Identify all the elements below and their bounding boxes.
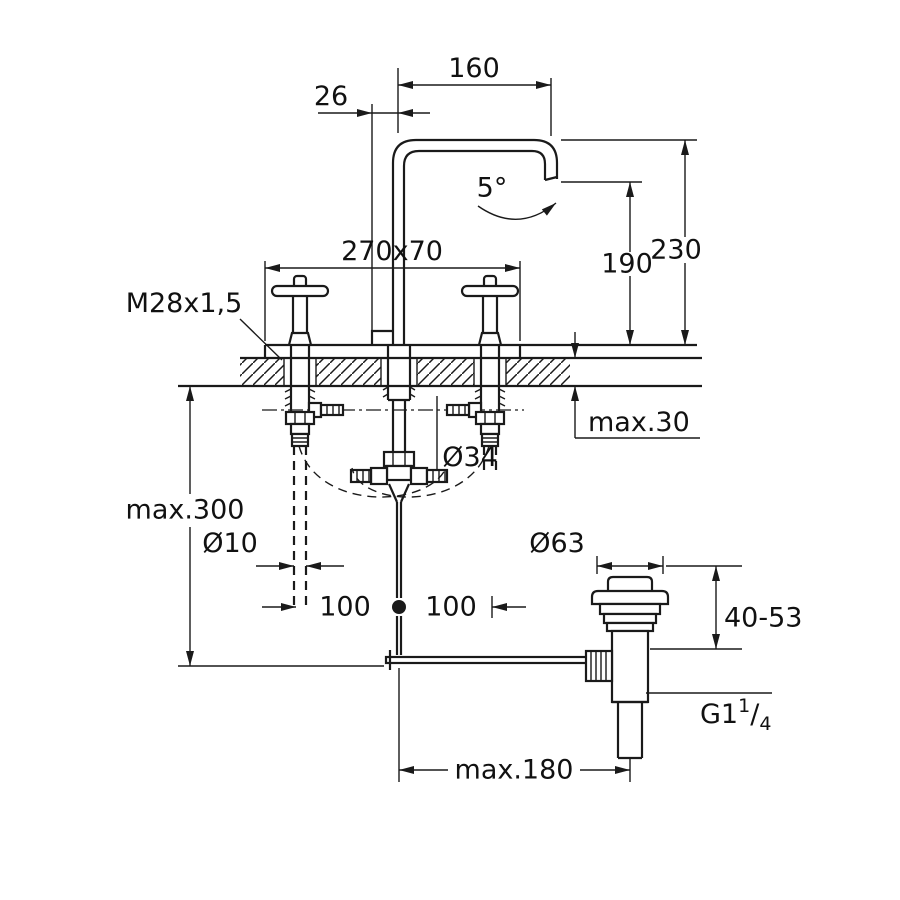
dimension-angle-5: 5°	[477, 173, 557, 220]
deck-thickness-label: max.30	[588, 407, 690, 438]
angle-label: 5°	[477, 173, 508, 204]
countertop-section	[178, 343, 702, 388]
dimension-190: 190	[561, 181, 653, 345]
hole-diameter-label: Ø34	[442, 442, 498, 473]
dimension-100-100: 100 100	[262, 592, 526, 623]
spacing-right-label: 100	[425, 592, 477, 623]
drain-assembly	[584, 575, 670, 760]
dimension-max180: max.180	[398, 668, 631, 786]
handle-right	[460, 274, 520, 346]
dimension-dia10: Ø10	[202, 528, 344, 570]
max-depth-label: max.300	[126, 495, 245, 526]
center-body	[349, 345, 590, 670]
thread-spec-label: M28x1,5	[126, 288, 243, 319]
label-m28: M28x1,5	[126, 288, 283, 361]
knurled-adjuster	[584, 649, 614, 683]
dimension-230: 230	[561, 139, 702, 345]
dim-230-label: 230	[650, 235, 702, 266]
valve-right	[445, 345, 506, 474]
drain-thread-label: G11/4	[700, 695, 771, 735]
plate-size-label: 270x70	[341, 236, 443, 267]
dimension-max30: max.30	[571, 332, 700, 439]
dimension-26: 26	[314, 81, 430, 330]
popup-lever-rod	[384, 655, 590, 665]
dim-26-label: 26	[314, 81, 348, 112]
valve-left	[284, 345, 345, 610]
label-dia34: Ø34	[436, 396, 498, 473]
dimension-40-53: 40-53	[650, 565, 802, 650]
dim-160-label: 160	[448, 53, 500, 84]
rod-ball-joint	[392, 600, 406, 614]
dimension-max300: max.300	[126, 386, 384, 667]
dimension-160: 160	[397, 53, 552, 136]
projection-max-label: max.180	[455, 755, 574, 786]
spacing-left-label: 100	[319, 592, 371, 623]
handle-left	[270, 274, 330, 346]
adjust-range-label: 40-53	[724, 603, 802, 634]
dimension-dia63: Ø63	[529, 528, 664, 574]
dimension-270x70: 270x70	[264, 236, 521, 341]
pipe-diameter-label: Ø10	[202, 528, 258, 559]
drain-flange-diameter-label: Ø63	[529, 528, 585, 559]
flex-hoses	[298, 445, 490, 498]
spout	[370, 138, 559, 345]
label-g114: G11/4	[646, 692, 772, 735]
dim-190-label: 190	[601, 249, 653, 280]
